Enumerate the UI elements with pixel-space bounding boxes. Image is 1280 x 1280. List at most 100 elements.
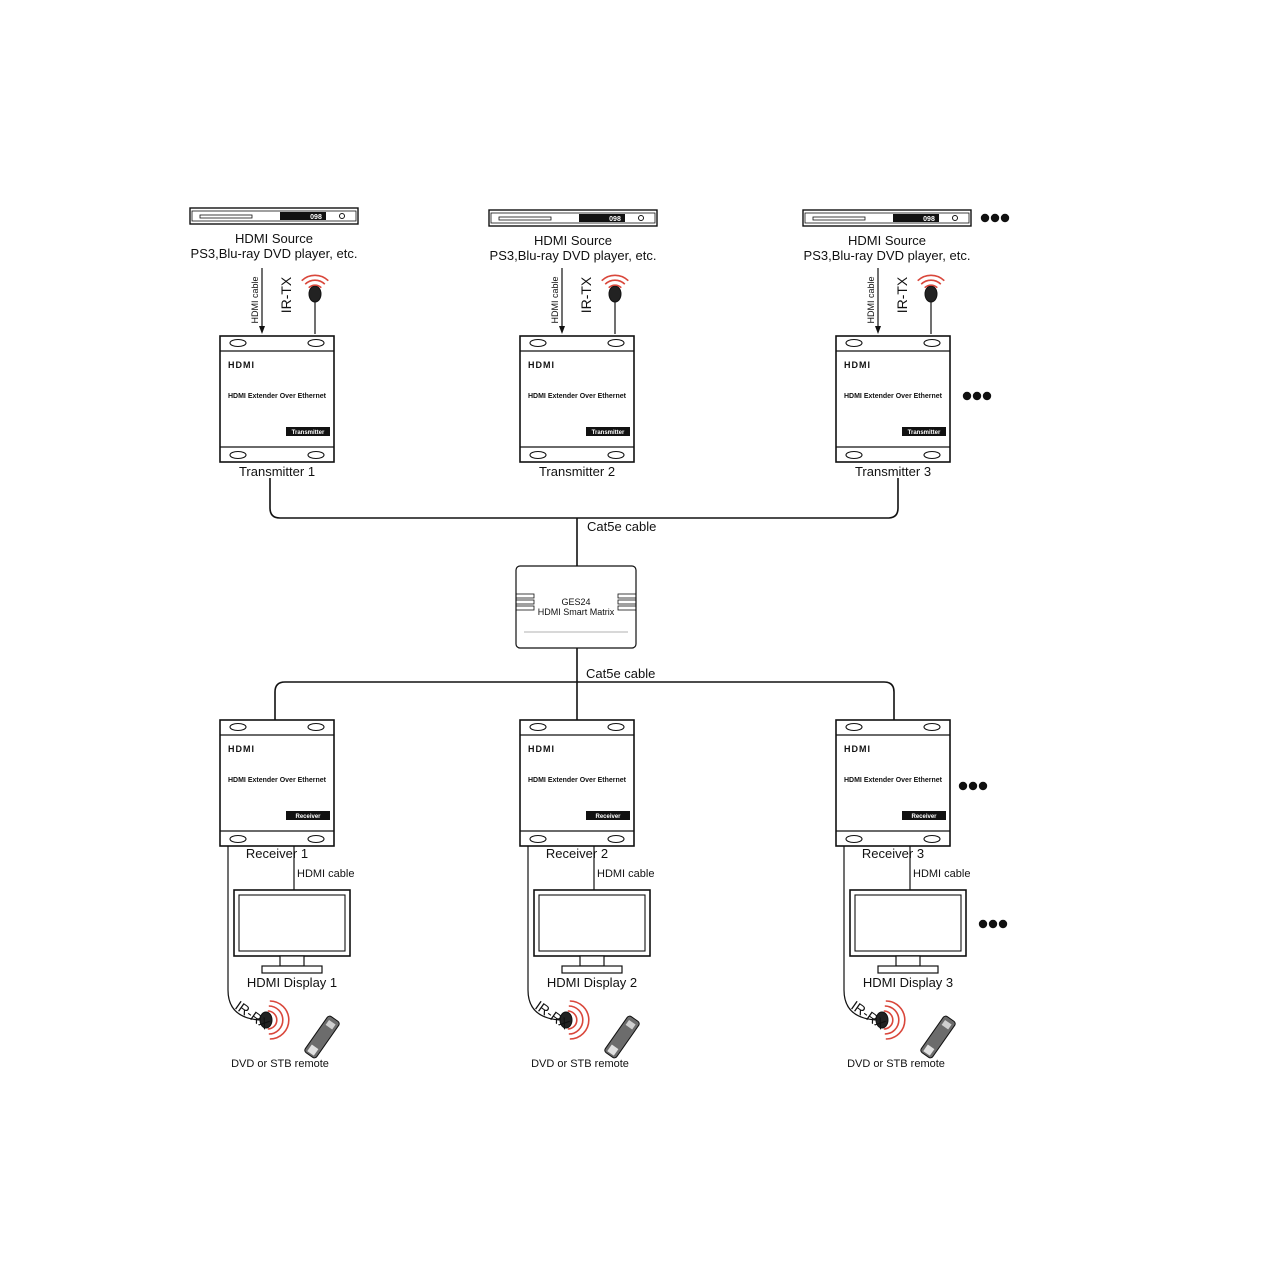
- mounting-hole-icon: [845, 722, 863, 732]
- mounting-hole-icon: [845, 338, 863, 348]
- mounting-hole-icon: [923, 450, 941, 460]
- ir-wave-arc: [885, 1000, 906, 1040]
- ir-tx-label: IR-TX: [278, 276, 294, 313]
- type-badge-label: Receiver: [295, 814, 321, 820]
- display-name: HDMI Display 2: [547, 975, 637, 990]
- hdmi-logo: HDMI: [228, 360, 255, 370]
- source-description: PS3,Blu-ray DVD player, etc.: [490, 248, 657, 263]
- mounting-hole-icon: [607, 450, 625, 460]
- remote-label: DVD or STB remote: [531, 1058, 629, 1070]
- ellipsis-dot: [978, 919, 988, 929]
- hdmi-logo: HDMI: [844, 360, 871, 370]
- ir-wave-arc: [304, 279, 326, 285]
- type-badge-label: Transmitter: [292, 430, 325, 436]
- player-front-panel: [191, 210, 357, 222]
- ir-eye-icon: [308, 285, 322, 303]
- ellipsis-dot: [962, 391, 972, 401]
- ir-wave-arc: [267, 1010, 278, 1030]
- ir-eye-icon: [259, 1011, 273, 1029]
- hdmi-logo: HDMI: [228, 744, 255, 754]
- remote-keypad: [923, 1044, 935, 1056]
- player-body: [189, 207, 359, 225]
- ir-wave-icon: [301, 274, 329, 289]
- more-sources-ellipsis: [980, 213, 1010, 223]
- ellipsis-dot: [998, 919, 1008, 929]
- ir-eye-icon: [559, 1011, 573, 1029]
- mounting-hole-icon: [607, 338, 625, 348]
- hdmi-display-2: [533, 889, 651, 974]
- type-badge: [586, 427, 630, 436]
- ellipsis-dot: [990, 213, 1000, 223]
- remote-body: [920, 1015, 956, 1059]
- player-front-panel: [490, 212, 656, 224]
- type-badge-label: Receiver: [595, 814, 621, 820]
- remote-label: DVD or STB remote: [847, 1058, 945, 1070]
- player-display-value: 098: [923, 216, 935, 223]
- ir-wave-arc: [268, 1005, 284, 1035]
- ir-wave-icon: [267, 1000, 290, 1040]
- transmitter-label: Transmitter 1: [239, 464, 315, 479]
- mounting-hole-icon: [529, 834, 547, 844]
- monitor-neck: [279, 955, 305, 967]
- hdmi-cable-label: HDMI cable: [866, 276, 876, 323]
- ir-wave-arc: [924, 284, 938, 289]
- extender-body: [835, 335, 951, 463]
- cat5e-bottom-bus: [274, 681, 895, 720]
- source-description: PS3,Blu-ray DVD player, etc.: [804, 248, 971, 263]
- mounting-hole-icon: [229, 338, 247, 348]
- hdmi-logo: HDMI: [528, 744, 555, 754]
- ir-rx-receiver: [559, 1000, 590, 1040]
- ir-wave-icon: [883, 1000, 906, 1040]
- display-hdmi-cable-label: HDMI cable: [913, 868, 970, 880]
- extender-body: [519, 335, 635, 463]
- mounting-hole-icon: [229, 834, 247, 844]
- ir-wave-arc: [568, 1005, 584, 1035]
- vent-slot: [617, 599, 637, 605]
- ir-eye-icon: [608, 285, 622, 303]
- remote-screen: [625, 1019, 636, 1030]
- vent-slot: [617, 593, 637, 599]
- mounting-hole-icon: [307, 722, 325, 732]
- mounting-hole-icon: [607, 834, 625, 844]
- transmitter-1: HDMI HDMI Extender Over EthernetTransmitt…: [219, 335, 335, 463]
- ir-wave-arc: [601, 274, 629, 282]
- arrow-down-icon: [259, 326, 265, 334]
- disc-slot: [199, 214, 253, 219]
- monitor-screen: [238, 894, 346, 952]
- matrix-name: HDMI Smart Matrix: [538, 607, 615, 617]
- ir-wave-arc: [567, 1010, 578, 1030]
- product-name: HDMI Extender Over Ethernet: [228, 777, 327, 784]
- receiver-label: Receiver 2: [546, 846, 608, 861]
- cat5e-top-bus: [269, 478, 899, 519]
- hdmi-cable-label: HDMI cable: [550, 276, 560, 323]
- extender-body: [219, 719, 335, 847]
- remote-screen: [325, 1019, 336, 1030]
- type-badge: [286, 427, 330, 436]
- hdmi-logo: HDMI: [844, 744, 871, 754]
- vent-slot: [515, 599, 535, 605]
- player-body: [802, 209, 972, 227]
- display-hdmi-cable-label: HDMI cable: [297, 868, 354, 880]
- source-name: HDMI Source: [235, 231, 313, 246]
- monitor-screen: [538, 894, 646, 952]
- product-name: HDMI Extender Over Ethernet: [228, 393, 327, 400]
- hdmi-display-3: [849, 889, 967, 974]
- ir-wave-arc: [883, 1010, 894, 1030]
- remote-body: [304, 1015, 340, 1059]
- type-badge-label: Receiver: [911, 814, 937, 820]
- remote-body: [604, 1015, 640, 1059]
- type-badge: [286, 811, 330, 820]
- type-badge: [902, 811, 946, 820]
- ir-wave-arc: [301, 274, 329, 282]
- hdmi-source-player-3: 098: [802, 209, 972, 227]
- ir-tx-emitter: [301, 274, 329, 303]
- product-name: HDMI Extender Over Ethernet: [528, 393, 627, 400]
- ir-wave-arc: [569, 1000, 590, 1040]
- type-badge: [586, 811, 630, 820]
- remote-control-icon-3: [920, 1015, 956, 1059]
- cat5e-cable-top-label: Cat5e cable: [587, 519, 656, 534]
- mounting-hole-icon: [307, 834, 325, 844]
